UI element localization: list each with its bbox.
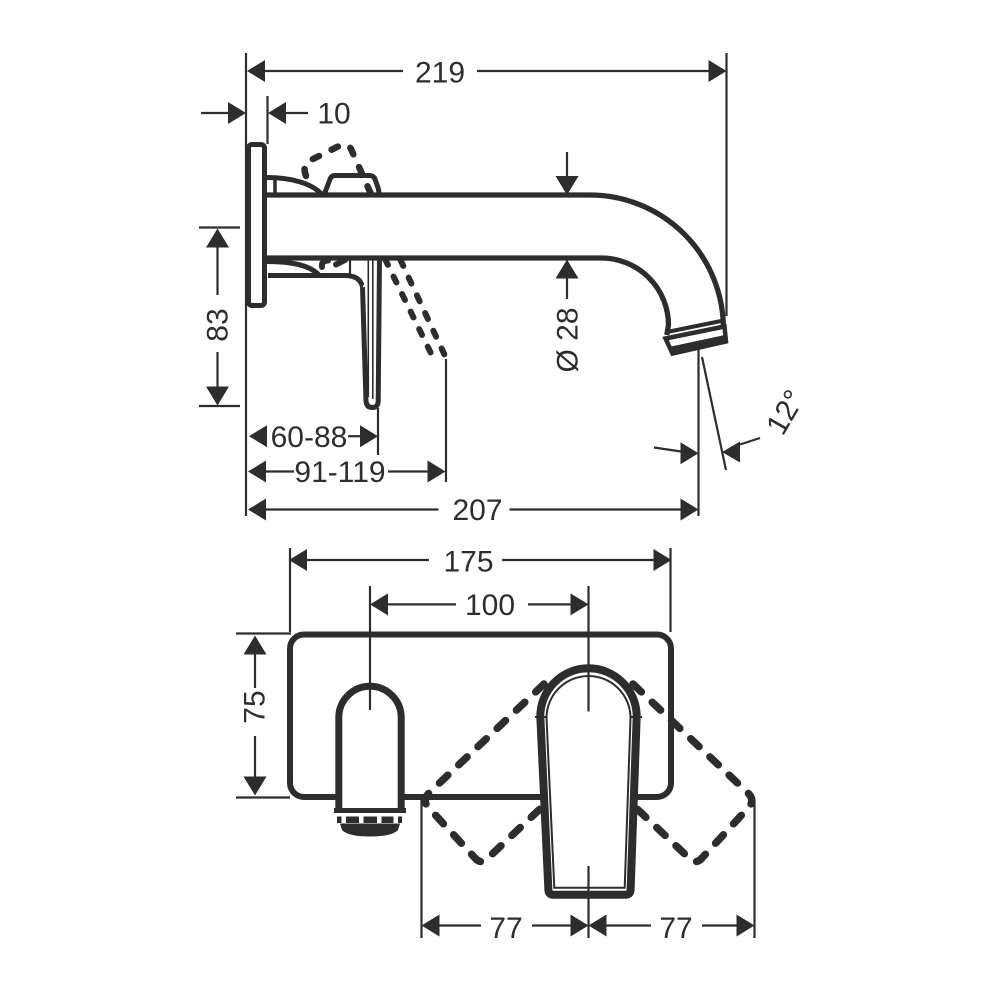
svg-text:Ø 28: Ø 28 — [552, 307, 585, 372]
svg-text:207: 207 — [452, 494, 502, 527]
svg-text:219: 219 — [415, 57, 465, 90]
svg-text:77: 77 — [659, 912, 692, 945]
svg-text:100: 100 — [465, 589, 515, 622]
svg-text:10: 10 — [317, 98, 350, 131]
svg-text:91-119: 91-119 — [294, 456, 385, 489]
svg-text:175: 175 — [443, 546, 493, 579]
svg-text:77: 77 — [489, 912, 522, 945]
svg-text:12°: 12° — [760, 385, 811, 441]
svg-text:60-88: 60-88 — [271, 421, 348, 454]
svg-text:75: 75 — [239, 690, 272, 723]
svg-text:83: 83 — [202, 308, 235, 341]
